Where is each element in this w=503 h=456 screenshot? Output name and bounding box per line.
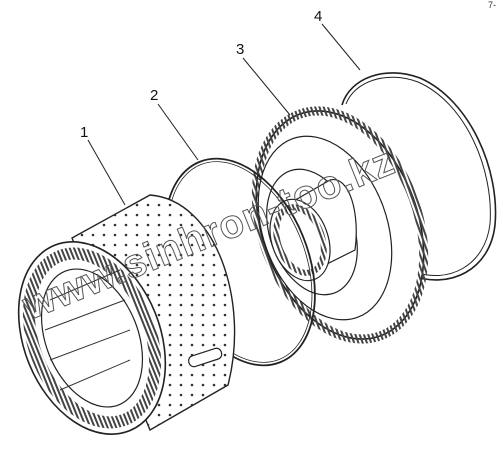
snap-ring-4 bbox=[341, 72, 497, 281]
corner-mark: 7- bbox=[488, 0, 496, 10]
callout-2: 2 bbox=[150, 87, 158, 104]
perforated-housing-1 bbox=[17, 194, 236, 435]
callout-3: 3 bbox=[236, 41, 244, 58]
callout-1: 1 bbox=[80, 124, 88, 141]
clutch-drum-3 bbox=[251, 106, 429, 344]
leader-lines bbox=[87, 23, 361, 206]
callout-4: 4 bbox=[314, 8, 322, 25]
